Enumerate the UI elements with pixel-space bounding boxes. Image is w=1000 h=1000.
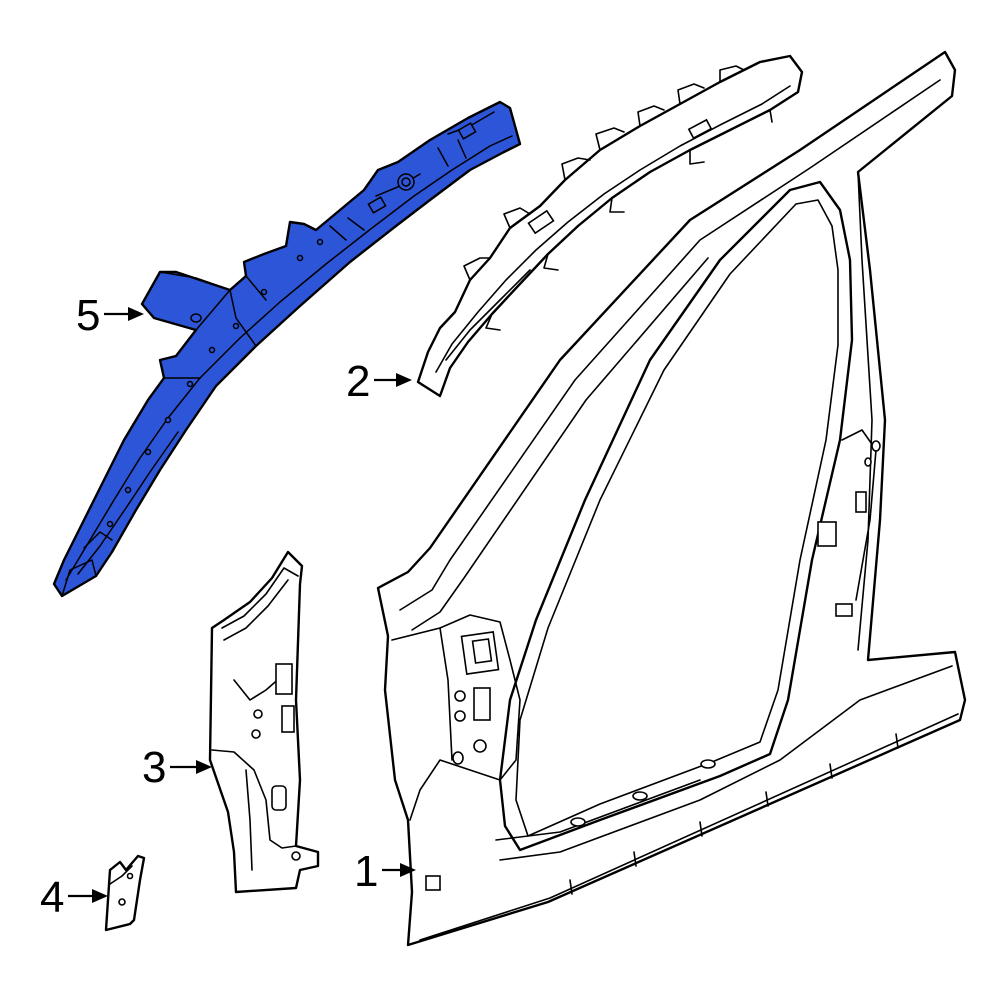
part-2-roof-rail-reinforcement[interactable] <box>416 54 804 398</box>
callout-5: 5 <box>76 291 144 340</box>
callout-number-4: 4 <box>40 873 64 922</box>
callout-2: 2 <box>346 357 412 406</box>
callout-1: 1 <box>354 847 416 896</box>
arrowhead-4 <box>92 889 108 903</box>
part-1-side-panel[interactable] <box>376 50 967 947</box>
arrowhead-2 <box>396 373 412 387</box>
part-3-hinge-pillar-reinforcement[interactable] <box>208 550 320 894</box>
callout-number-2: 2 <box>346 357 370 406</box>
arrowhead-5 <box>128 307 144 321</box>
callout-3: 3 <box>142 743 212 792</box>
part-4-bracket[interactable] <box>104 854 146 932</box>
callout-number-1: 1 <box>354 847 378 896</box>
part-5-roof-rail-inner[interactable] <box>52 100 522 598</box>
arrowhead-1 <box>400 863 416 877</box>
callout-number-3: 3 <box>142 743 166 792</box>
callout-4: 4 <box>40 873 108 922</box>
arrowhead-3 <box>196 760 212 774</box>
callout-number-5: 5 <box>76 291 100 340</box>
